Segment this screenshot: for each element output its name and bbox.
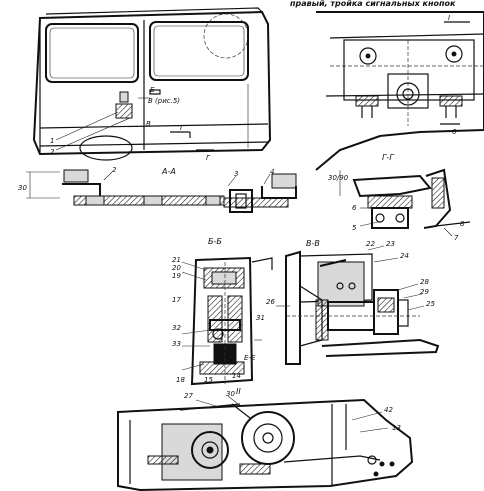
label-view-ii: II [236,387,241,396]
label-20: 20 [172,264,181,272]
label-van-g2: Г [206,154,211,162]
label-30: 30 [226,390,235,398]
label-28: 28 [420,278,429,286]
label-17: 17 [172,296,181,304]
section-bb-right-view [276,245,440,365]
section-aa-view [26,169,297,213]
label-aa-4: 4 [270,168,274,176]
label-van-1: 1 [50,137,54,145]
section-bb-left-title: Б-Б [208,237,222,246]
caption-fragment: правый, тройка сигнальных кнопок [290,0,456,8]
label-24: 24 [400,252,409,260]
label-15: 15 [204,376,213,384]
label-van-v: В [146,120,151,128]
label-aa-dim: 30 [18,184,27,192]
label-gg-6: 6 [352,204,357,212]
label-23: 23 [386,240,395,248]
label-aa-2: 2 [112,166,117,174]
label-aa-3: 3 [234,170,238,178]
label-e-e: Е-Е [244,354,256,362]
label-42: 42 [384,406,393,414]
label-gg-dim: 30/90 [328,174,349,182]
label-18: 18 [176,376,185,384]
label-gg-8: 8 [460,220,465,228]
label-29: 29 [420,288,429,296]
label-gg-7: 7 [454,234,459,242]
label-van-g: Г [180,124,185,132]
label-27: 27 [184,392,193,400]
label-26: 26 [266,298,275,306]
section-bb-right-title: В-В [306,239,320,248]
label-van-b: Б [150,86,155,94]
label-32: 32 [172,324,181,332]
label-21: 21 [172,256,181,264]
bottom-mechanism-view [117,395,414,491]
label-corner-i: I [448,14,450,22]
label-14: 14 [232,372,241,380]
label-22: 22 [366,240,375,248]
label-33: 33 [172,340,181,348]
section-bb-left-view [181,256,273,386]
section-aa-title: А-А [161,167,176,176]
label-25: 25 [426,300,435,308]
label-van-2: 2 [50,148,55,156]
label-13: 13 [392,424,401,432]
label-corner-6: 6 [452,128,457,136]
section-gg-title: Г-Г [382,153,394,162]
van-rear-view [32,7,272,161]
detail-i-view [315,11,484,171]
label-31: 31 [256,314,265,322]
label-19: 19 [172,272,181,280]
label-van-v-note: В (рис.5) [148,97,180,105]
section-gg-view [339,168,471,237]
label-gg-5: 5 [352,224,357,232]
